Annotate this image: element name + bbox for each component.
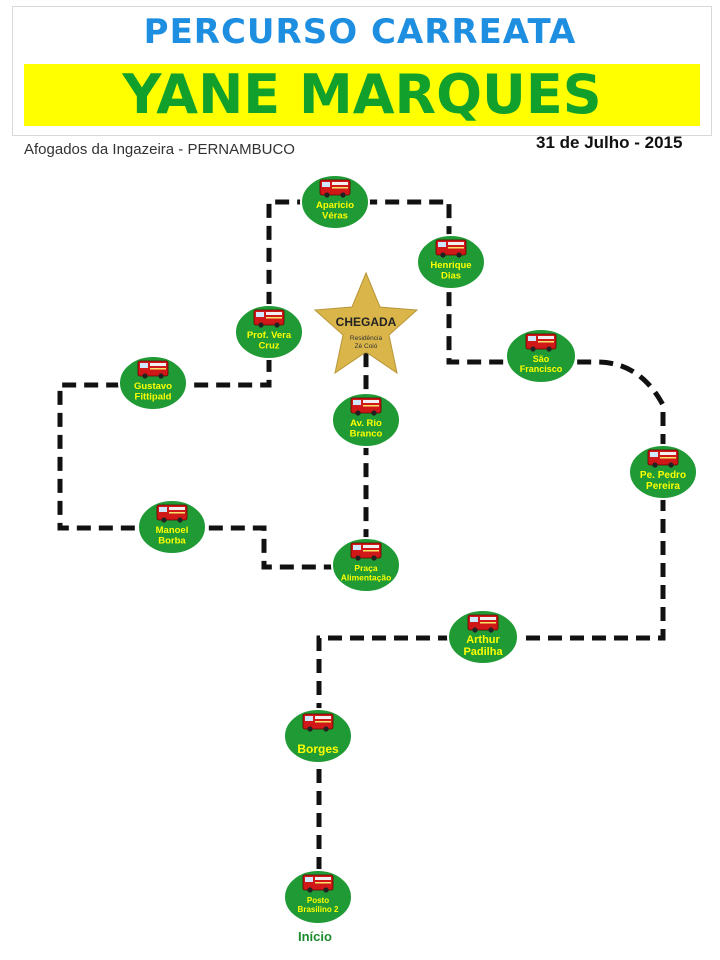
stop-circle: [505, 328, 577, 384]
fire-truck-icon: [137, 360, 169, 379]
stop-circle: [628, 444, 698, 500]
stop-label: Branco: [350, 429, 383, 440]
stop-label: Véras: [322, 211, 348, 222]
fire-truck-icon: [525, 333, 557, 352]
stop-label: Gustavo: [134, 381, 172, 392]
stop-circle: [137, 499, 207, 555]
stop-circle: [283, 708, 353, 764]
stop-label: Cruz: [258, 341, 279, 352]
finish-sub2: Zé Coió: [355, 343, 378, 350]
stop-circle: [331, 537, 401, 593]
fire-truck-icon: [302, 713, 334, 732]
stop-label: Aparicio: [316, 200, 354, 211]
stop-label: Dias: [441, 271, 461, 282]
stop-borges: Borges: [283, 708, 353, 764]
stop-circle: [118, 355, 188, 411]
title-name: YANE MARQUES: [122, 63, 602, 126]
fire-truck-icon: [647, 449, 679, 468]
fire-truck-icon: [302, 874, 334, 893]
stop-label: Posto: [307, 896, 329, 905]
stop-label: Borba: [158, 536, 186, 547]
fire-truck-icon: [253, 309, 285, 328]
stop-label: Francisco: [520, 364, 563, 374]
fire-truck-icon: [319, 179, 351, 198]
stop-label: Praça: [354, 563, 377, 573]
stop-label: Henrique: [430, 260, 471, 271]
finish-marker: CHEGADA Residência Zé Coió: [313, 271, 419, 375]
stop-label: Arthur: [466, 634, 500, 646]
stop-label: Padilha: [463, 646, 503, 658]
fire-truck-icon: [350, 542, 382, 561]
stop-circle: [416, 234, 486, 290]
fire-truck-icon: [467, 614, 499, 633]
stop-label: Manoel: [156, 525, 189, 536]
route-segment-start: [316, 470, 666, 893]
start-label: Início: [298, 929, 332, 944]
fire-truck-icon: [435, 239, 467, 258]
stop-label: São: [533, 354, 550, 364]
city-label: Afogados da Ingazeira - PERNAMBUCO: [24, 141, 295, 158]
title-top: PERCURSO CARREATA: [143, 12, 577, 52]
date-label: 31 de Julho - 2015: [536, 133, 683, 152]
name-band: [24, 64, 700, 126]
stop-label: Borges: [297, 742, 339, 756]
finish-sub1: Residência: [350, 335, 383, 342]
finish-star: [313, 271, 419, 375]
stop-label: Alimentação: [341, 573, 392, 583]
stop-circle: [331, 392, 401, 448]
stop-circle: [300, 174, 370, 230]
stop-circle: [283, 869, 353, 925]
stop-label: Av. Rio: [350, 418, 382, 429]
fire-truck-icon: [156, 504, 188, 523]
stop-label: Prof. Vera: [247, 330, 292, 341]
finish-label: CHEGADA: [336, 315, 397, 329]
stop-circle: [447, 609, 519, 665]
stop-label: Fittipald: [135, 392, 172, 403]
stop-label: Pe. Pedro: [640, 470, 686, 481]
stop-label: Pereira: [646, 481, 680, 492]
stop-circle: [234, 304, 304, 360]
stop-label: Brasilino 2: [298, 905, 339, 914]
fire-truck-icon: [350, 397, 382, 416]
